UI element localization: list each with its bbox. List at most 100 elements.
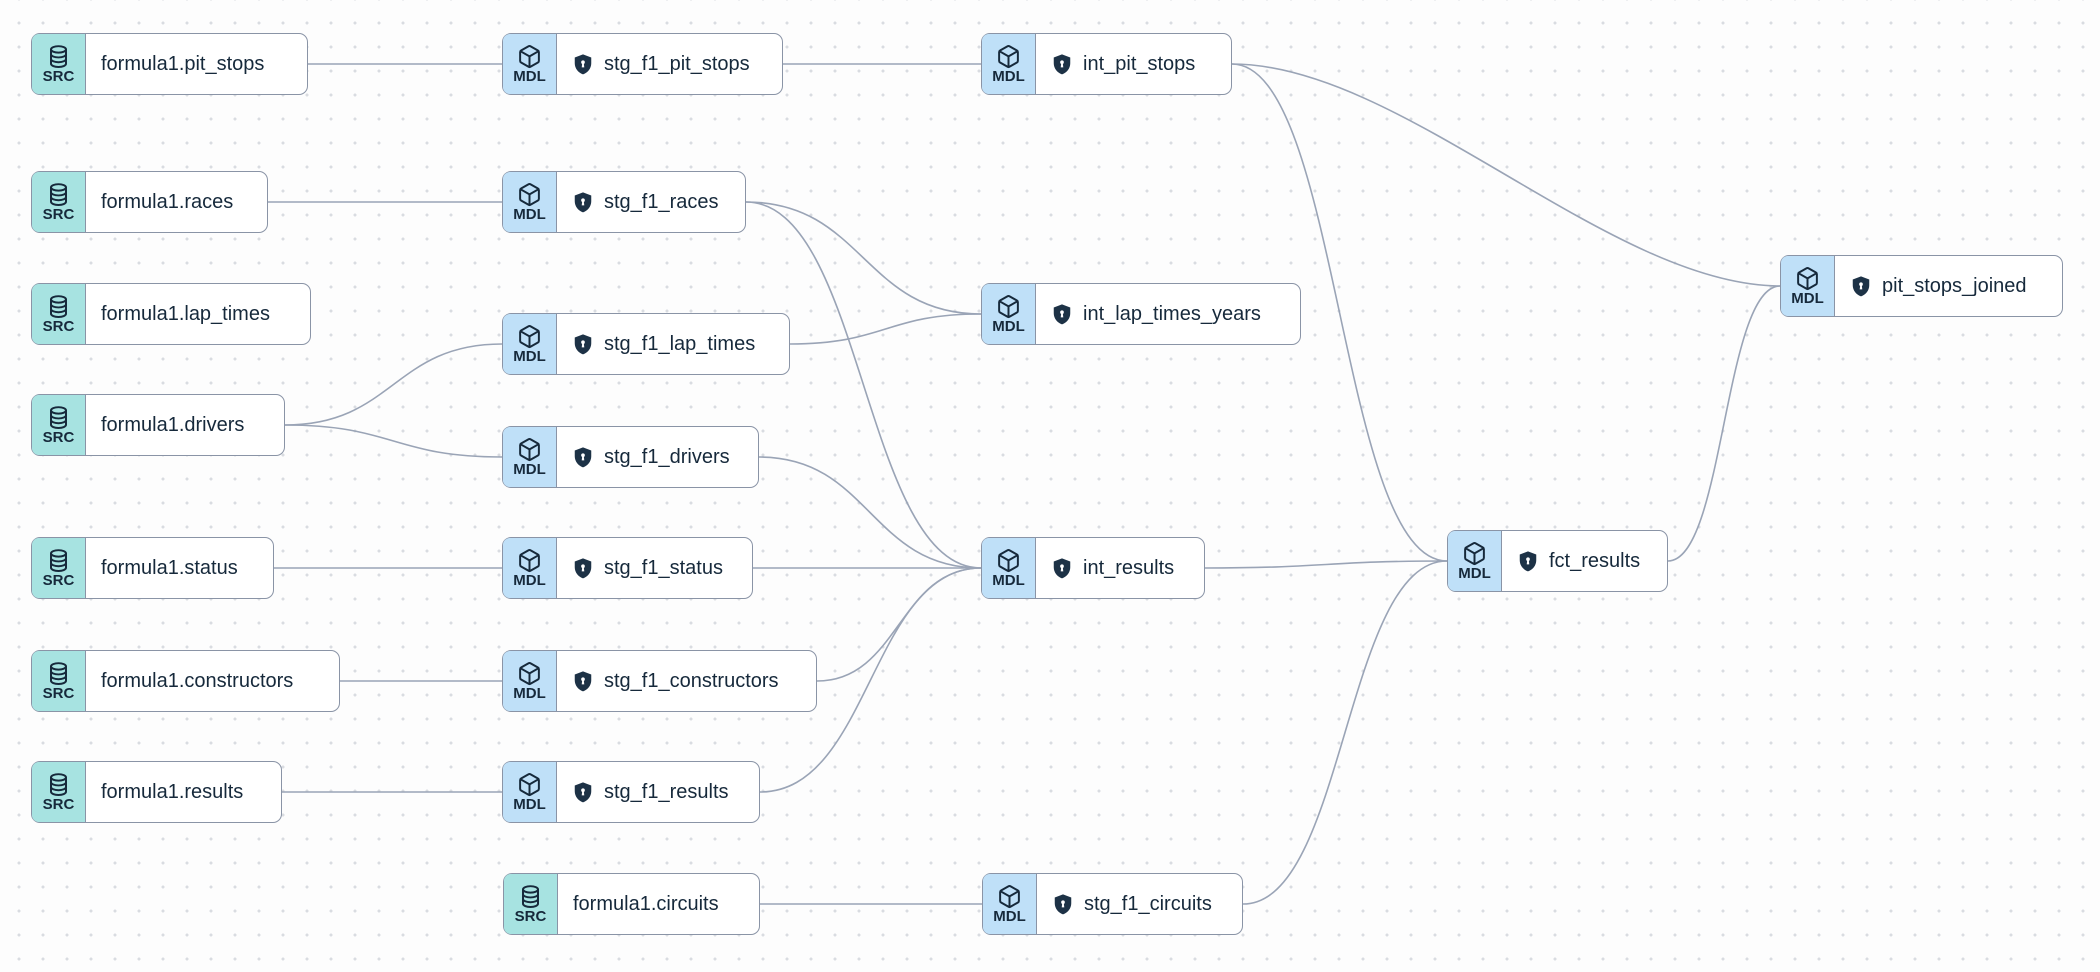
edge-stg_f1_circuits-fct_results bbox=[1242, 560, 1448, 905]
node-label: formula1.lap_times bbox=[101, 302, 270, 325]
node-stg_f1_constructors[interactable]: MDL stg_f1_constructors bbox=[502, 650, 817, 712]
node-src_circuits[interactable]: SRC formula1.circuits bbox=[503, 873, 760, 935]
shield-lock-icon bbox=[1517, 550, 1539, 573]
node-body: stg_f1_pit_stops bbox=[557, 34, 782, 94]
node-stg_f1_results[interactable]: MDL stg_f1_results bbox=[502, 761, 760, 823]
node-body: int_pit_stops bbox=[1036, 34, 1231, 94]
node-label: formula1.results bbox=[101, 780, 244, 803]
node-stg_f1_drivers[interactable]: MDL stg_f1_drivers bbox=[502, 426, 759, 488]
node-type-badge: MDL bbox=[503, 427, 557, 487]
node-type-label: MDL bbox=[513, 684, 546, 702]
edge-stg_f1_races-int_results bbox=[745, 201, 982, 569]
database-icon bbox=[46, 44, 71, 69]
node-body: formula1.races bbox=[86, 172, 267, 232]
edge-stg_f1_results-int_results bbox=[759, 567, 982, 793]
node-type-badge: MDL bbox=[982, 538, 1036, 598]
shield-lock-icon bbox=[1051, 557, 1073, 580]
cube-icon bbox=[517, 44, 542, 69]
node-type-label: SRC bbox=[42, 428, 75, 446]
node-src_constructors[interactable]: SRC formula1.constructors bbox=[31, 650, 340, 712]
node-type-badge: MDL bbox=[503, 34, 557, 94]
shield-lock-icon bbox=[572, 446, 594, 469]
database-icon bbox=[46, 182, 71, 207]
node-type-badge: SRC bbox=[32, 172, 86, 232]
node-body: formula1.circuits bbox=[558, 874, 759, 934]
edge-stg_f1_races-int_lap_times_years bbox=[745, 201, 982, 315]
node-type-label: MDL bbox=[1458, 564, 1491, 582]
node-body: formula1.status bbox=[86, 538, 273, 598]
cube-icon bbox=[517, 182, 542, 207]
database-icon bbox=[46, 405, 71, 430]
node-type-badge: SRC bbox=[32, 34, 86, 94]
node-int_results[interactable]: MDL int_results bbox=[981, 537, 1205, 599]
node-type-badge: SRC bbox=[32, 651, 86, 711]
node-type-label: MDL bbox=[993, 907, 1026, 925]
shield-lock-icon bbox=[1850, 275, 1872, 298]
node-body: formula1.results bbox=[86, 762, 281, 822]
shield-lock-icon bbox=[1052, 893, 1074, 916]
node-type-badge: MDL bbox=[1781, 256, 1835, 316]
edge-stg_f1_lap_times-int_lap_times_years bbox=[789, 313, 982, 345]
database-icon bbox=[46, 548, 71, 573]
node-body: int_lap_times_years bbox=[1036, 284, 1300, 344]
node-label: formula1.constructors bbox=[101, 669, 294, 692]
node-stg_f1_status[interactable]: MDL stg_f1_status bbox=[502, 537, 753, 599]
shield-lock-icon bbox=[1051, 53, 1073, 76]
node-type-badge: MDL bbox=[982, 284, 1036, 344]
node-pit_stops_joined[interactable]: MDL pit_stops_joined bbox=[1780, 255, 2063, 317]
edge-src_drivers-stg_f1_lap_times bbox=[284, 343, 503, 426]
database-icon bbox=[518, 884, 543, 909]
node-type-label: SRC bbox=[514, 907, 547, 925]
node-body: formula1.drivers bbox=[86, 395, 284, 455]
node-type-badge: MDL bbox=[503, 762, 557, 822]
edge-stg_f1_constructors-int_results bbox=[816, 567, 982, 682]
edge-int_pit_stops-fct_results bbox=[1231, 63, 1448, 562]
node-body: fct_results bbox=[1502, 531, 1667, 591]
cube-icon bbox=[517, 772, 542, 797]
node-label: fct_results bbox=[1549, 549, 1641, 572]
shield-lock-icon bbox=[572, 557, 594, 580]
node-stg_f1_pit_stops[interactable]: MDL stg_f1_pit_stops bbox=[502, 33, 783, 95]
node-label: stg_f1_status bbox=[604, 556, 723, 579]
node-body: stg_f1_circuits bbox=[1037, 874, 1242, 934]
node-label: stg_f1_results bbox=[604, 780, 729, 803]
shield-lock-icon bbox=[572, 191, 594, 214]
node-type-badge: MDL bbox=[982, 34, 1036, 94]
node-src_results[interactable]: SRC formula1.results bbox=[31, 761, 282, 823]
node-body: formula1.constructors bbox=[86, 651, 339, 711]
shield-lock-icon bbox=[572, 53, 594, 76]
node-label: pit_stops_joined bbox=[1882, 274, 2027, 297]
node-label: stg_f1_lap_times bbox=[604, 332, 756, 355]
node-body: formula1.pit_stops bbox=[86, 34, 307, 94]
node-type-badge: SRC bbox=[32, 762, 86, 822]
node-body: stg_f1_races bbox=[557, 172, 745, 232]
node-fct_results[interactable]: MDL fct_results bbox=[1447, 530, 1668, 592]
shield-lock-icon bbox=[572, 670, 594, 693]
cube-icon bbox=[517, 324, 542, 349]
node-type-badge: MDL bbox=[503, 538, 557, 598]
node-type-label: MDL bbox=[513, 67, 546, 85]
node-stg_f1_circuits[interactable]: MDL stg_f1_circuits bbox=[982, 873, 1243, 935]
node-label: stg_f1_circuits bbox=[1084, 892, 1212, 915]
database-icon bbox=[46, 772, 71, 797]
node-label: int_results bbox=[1083, 556, 1175, 579]
cube-icon bbox=[996, 548, 1021, 573]
node-body: pit_stops_joined bbox=[1835, 256, 2062, 316]
node-label: stg_f1_constructors bbox=[604, 669, 779, 692]
edge-stg_f1_drivers-int_results bbox=[758, 456, 982, 569]
edge-int_results-fct_results bbox=[1204, 560, 1448, 569]
node-label: stg_f1_drivers bbox=[604, 445, 730, 468]
node-body: stg_f1_status bbox=[557, 538, 752, 598]
node-type-badge: MDL bbox=[503, 651, 557, 711]
cube-icon bbox=[996, 294, 1021, 319]
node-src_drivers[interactable]: SRC formula1.drivers bbox=[31, 394, 285, 456]
